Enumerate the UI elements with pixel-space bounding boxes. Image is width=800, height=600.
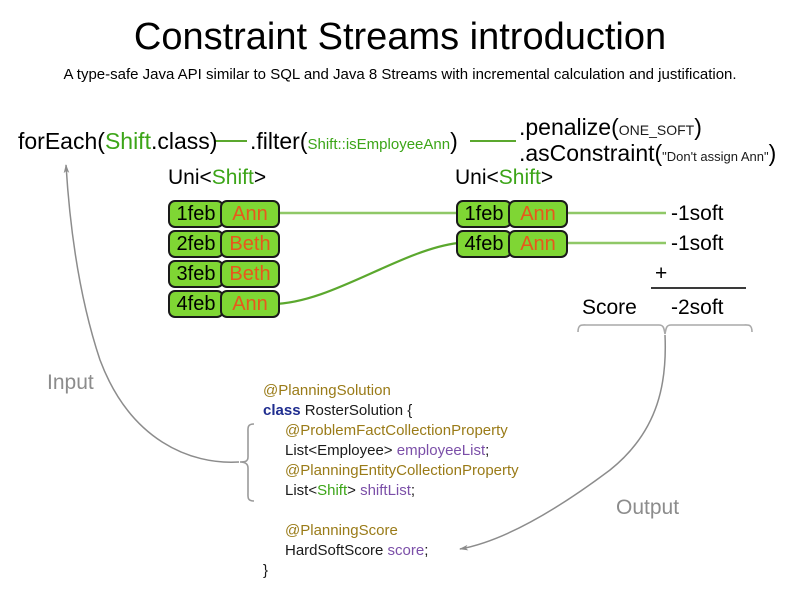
foreach-suffix: .class) [150,128,218,154]
code-token: RosterSolution { [304,402,413,419]
penalize-call: .penalize(ONE_SOFT) [519,114,702,141]
code-token-ann: @PlanningScore [285,522,398,539]
tuple-date: 4feb [168,290,224,318]
code-line: @PlanningScore [263,521,519,541]
foreach-call: forEach(Shift.class) [18,128,217,155]
as-constraint-call: .asConstraint("Don't assign Ann") [519,140,776,167]
tuple-employee: Ann [220,200,280,228]
page-title: Constraint Streams introduction [133,16,667,58]
code-token: List<Employee> [285,442,397,459]
tuple-employee: Beth [220,230,280,258]
stream-label-1-suffix: > [253,166,267,189]
filter-prefix: .filter( [250,128,308,154]
foreach-generic: Shift [104,128,151,154]
as-constraint-prefix: .asConstraint( [519,140,663,166]
tuple-date: 1feb [168,200,224,228]
code-line: } [263,561,519,581]
page-subtitle: A type-safe Java API similar to SQL and … [63,66,737,83]
tuple-row: 2feb Beth [168,230,280,258]
code-token: List< [285,482,318,499]
code-token-ann: @PlanningSolution [263,382,391,399]
tuple-row: 3feb Beth [168,260,280,288]
penalize-prefix: .penalize( [519,114,619,140]
code-line: @ProblemFactCollectionProperty [263,421,519,441]
penalize-argument: ONE_SOFT [618,122,695,138]
code-token: } [263,562,269,579]
code-token-var: shiftList [360,482,411,499]
filter-suffix: ) [450,128,458,154]
code-token: ; [424,542,429,559]
filter-call: .filter(Shift::isEmployeeAnn) [250,128,458,155]
stream-label-1-prefix: Uni< [168,166,212,189]
filter-argument: Shift::isEmployeeAnn [307,136,451,153]
code-token: ; [410,482,416,499]
code-line: HardSoftScore score; [263,541,519,561]
code-line: @PlanningSolution [263,381,519,401]
code-token: ; [485,442,490,459]
penalty-label: -1soft [671,232,724,255]
code-token-ann: @PlanningEntityCollectionProperty [285,462,519,479]
code-token-var: score [387,542,425,559]
code-token-ann: @ProblemFactCollectionProperty [285,422,508,439]
score-total: -2soft [671,296,724,319]
tuple-row: 4feb Ann [168,290,280,318]
stream-label-2-prefix: Uni< [455,166,499,189]
code-line: class RosterSolution { [263,401,519,421]
code-line: List<Shift> shiftList; [263,481,519,501]
as-constraint-argument: "Don't assign Ann" [662,149,769,164]
code-token: > [347,482,361,499]
stream-label-1-generic: Shift [211,166,254,189]
tuple-date: 4feb [456,230,512,258]
code-token: HardSoftScore [285,542,388,559]
tuple-date: 3feb [168,260,224,288]
stream-link-4feb [271,241,459,306]
stream-label-2: Uni<Shift> [455,166,553,190]
tuple-employee: Beth [220,260,280,288]
tuple-date: 2feb [168,230,224,258]
stream-label-1: Uni<Shift> [168,166,266,190]
code-token-gen: Shift [317,482,348,499]
score-label: Score [582,296,637,319]
code-line [263,501,519,521]
code-fields-brace [239,423,255,502]
penalize-suffix: ) [694,114,702,140]
output-caption: Output [616,496,680,519]
tuple-row: 1feb Ann [456,200,568,228]
as-constraint-suffix: ) [768,140,777,166]
input-caption: Input [47,371,94,394]
stream-label-2-generic: Shift [498,166,541,189]
stream-label-2-suffix: > [540,166,554,189]
tuple-employee: Ann [508,200,568,228]
code-token-kw: class [263,402,305,419]
tuple-row: 4feb Ann [456,230,568,258]
tuple-employee: Ann [220,290,280,318]
foreach-prefix: forEach( [18,128,105,154]
tuple-row: 1feb Ann [168,200,280,228]
sum-operator: + [655,262,668,285]
tuple-date: 1feb [456,200,512,228]
code-line: List<Employee> employeeList; [263,441,519,461]
code-line: @PlanningEntityCollectionProperty [263,461,519,481]
code-token-var: employeeList [396,442,486,459]
score-brace [577,324,753,335]
penalty-label: -1soft [671,202,724,225]
tuple-employee: Ann [508,230,568,258]
